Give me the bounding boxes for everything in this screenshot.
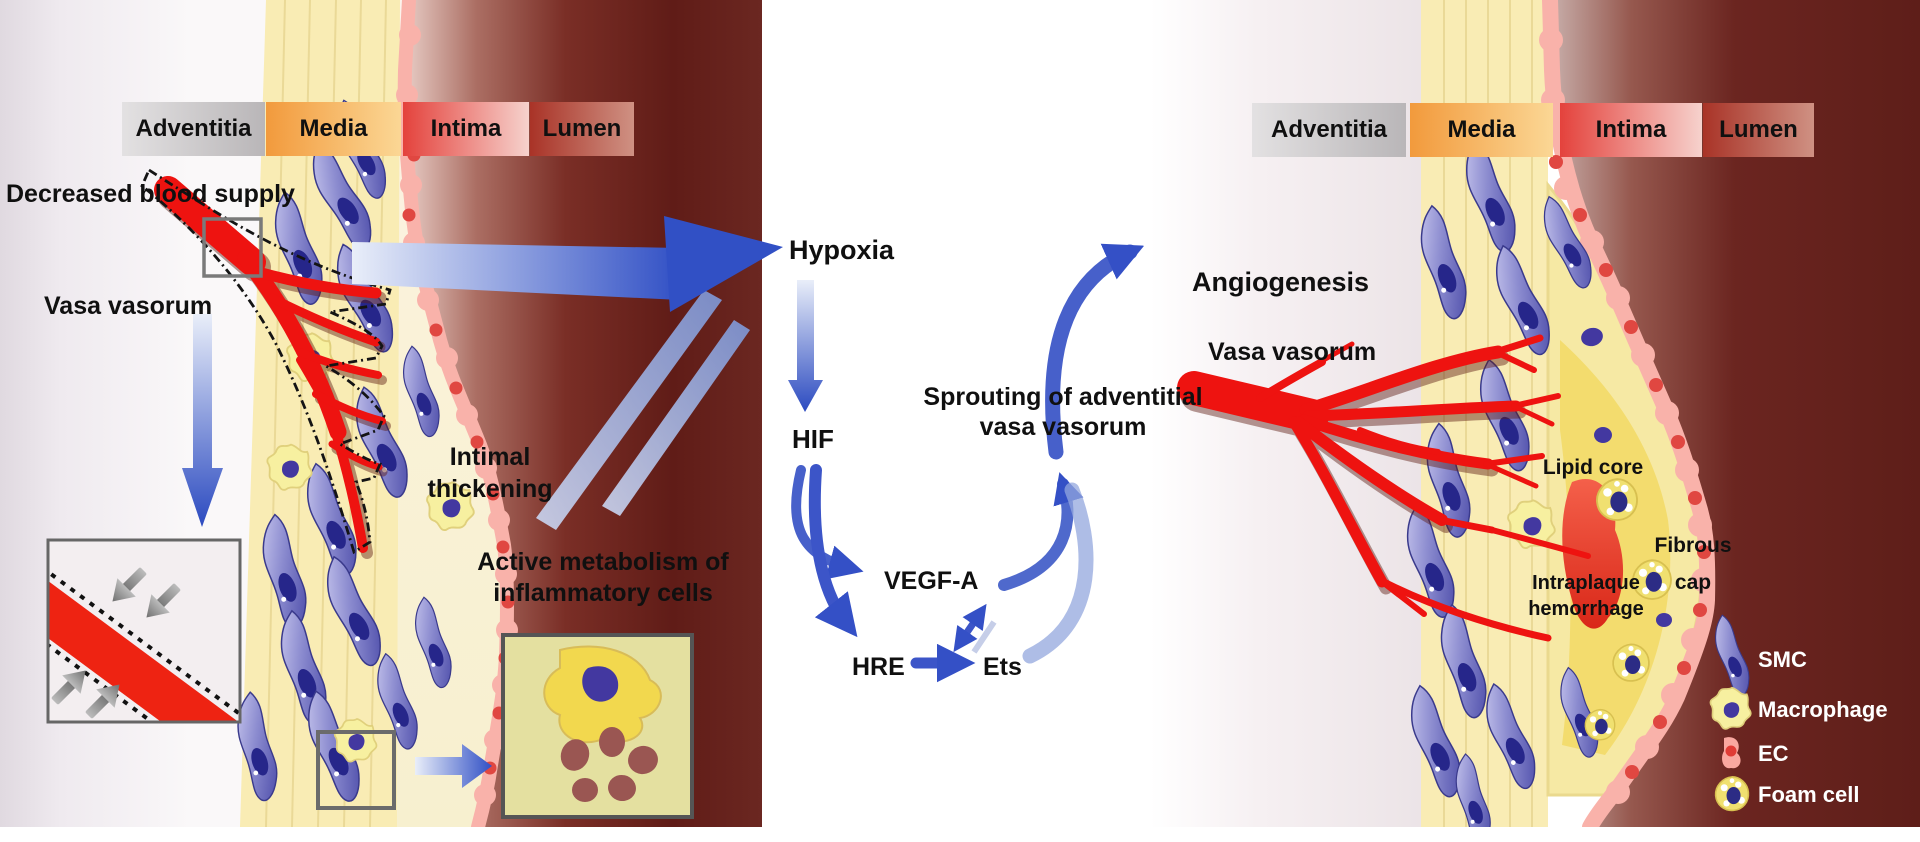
right-lumen-region xyxy=(1550,0,1920,827)
intraplaque-line1: Intraplaque xyxy=(1532,572,1640,594)
decreased-blood-supply-label: Decreased blood supply xyxy=(6,180,295,208)
sprouting-line2: vasa vasorum xyxy=(979,413,1147,441)
active-metabolism-line1: Active metabolism of xyxy=(477,548,729,576)
intimal-thickening-label: Intimal thickening xyxy=(427,441,552,505)
left-vasa-vasorum-vessel xyxy=(140,167,392,559)
active-metabolism-line2: inflammatory cells xyxy=(493,579,713,607)
right-layer-adventitia: Adventitia xyxy=(1252,103,1406,157)
layer-label: Adventitia xyxy=(1270,116,1387,143)
down-arrow-to-inset xyxy=(182,314,223,527)
left-lumen-region xyxy=(405,0,762,827)
lipid-core-label: Lipid core xyxy=(1542,456,1644,479)
vegfa-ets-double-arrow xyxy=(953,603,987,653)
foam-cell-icon xyxy=(1714,776,1750,812)
layer-label: Intima xyxy=(1595,116,1667,143)
angiogenesis-label: Angiogenesis xyxy=(1192,267,1370,297)
macrophage-zoom-box xyxy=(316,730,396,810)
right-vasa-vasorum-vessel xyxy=(1177,334,1591,642)
legend-icons xyxy=(1709,611,1755,812)
left-layer-adventitia: Adventitia xyxy=(122,102,265,156)
legend-label-smc: SMC xyxy=(1758,647,1807,672)
fibrous-cap-line2: cap xyxy=(1674,571,1712,594)
right-vasa-vasorum-label: Vasa vasorum xyxy=(1208,338,1377,366)
intraplaque-line2: hemorrhage xyxy=(1528,598,1644,620)
intraplaque-hemorrhage-label: Intraplaque hemorrhage xyxy=(1528,570,1644,622)
hif-to-vegfa-arrow xyxy=(791,465,864,580)
hre-label: HRE xyxy=(852,653,905,681)
hypoxia-label: Hypoxia xyxy=(789,235,895,265)
arrow-to-macrophage-inset xyxy=(415,744,492,788)
ets-to-sprouting-arrow xyxy=(1022,482,1094,664)
legend-label-ec: EC xyxy=(1758,741,1789,766)
layer-label: Lumen xyxy=(542,115,622,142)
left-layer-intima: Intima xyxy=(403,102,529,156)
sprouting-to-angiogenesis-arrow xyxy=(1045,243,1145,460)
legend-label-foam-cell: Foam cell xyxy=(1758,782,1860,807)
right-endothelium-line xyxy=(1539,0,1716,835)
right-layer-lumen: Lumen xyxy=(1703,103,1814,157)
hypoxia-convergence-arrows xyxy=(352,216,783,530)
left-vasa-vasorum-label: Vasa vasorum xyxy=(44,292,213,320)
hif-label: HIF xyxy=(792,424,834,454)
legend-label-macrophage: Macrophage xyxy=(1758,697,1888,722)
macrophage-inset xyxy=(501,633,694,819)
ets-label: Ets xyxy=(983,653,1022,681)
layer-label: Media xyxy=(1447,116,1516,143)
fibrous-cap-line1: Fibrous xyxy=(1654,534,1732,557)
vessel-zoom-box xyxy=(202,217,263,278)
left-layer-lumen: Lumen xyxy=(530,102,634,156)
sprouting-label: Sprouting of adventitial vasa vasorum xyxy=(923,382,1202,442)
left-endothelium-line xyxy=(396,0,518,834)
vegfa-to-sprouting-arrow xyxy=(998,472,1084,591)
intimal-thickening-line2: thickening xyxy=(427,475,553,503)
hypoxia-to-hif-arrow xyxy=(788,280,823,412)
right-layer-intima: Intima xyxy=(1560,103,1702,157)
layer-label: Adventitia xyxy=(135,115,252,142)
signaling-pathway-arrows xyxy=(788,243,1145,683)
decreased-region-outline xyxy=(140,167,392,555)
right-plaque-cells xyxy=(1507,327,1672,741)
ec-icon xyxy=(1722,737,1741,769)
right-layer-media: Media xyxy=(1410,103,1553,157)
left-layer-media: Media xyxy=(266,102,401,156)
sprouting-line1: Sprouting of adventitial xyxy=(923,383,1203,411)
fibrous-cap-label: Fibrous cap xyxy=(1655,527,1732,601)
layer-label: Media xyxy=(299,115,368,142)
layer-label: Intima xyxy=(430,115,502,142)
layer-label: Lumen xyxy=(1719,116,1798,143)
compressed-vessel-inset xyxy=(45,538,242,725)
hif-to-hre-arrow xyxy=(808,464,858,638)
intimal-thickening-line1: Intimal xyxy=(449,443,531,471)
active-metabolism-label: Active metabolism of inflammatory cells xyxy=(477,547,728,609)
vegfa-label: VEGF-A xyxy=(884,567,979,595)
